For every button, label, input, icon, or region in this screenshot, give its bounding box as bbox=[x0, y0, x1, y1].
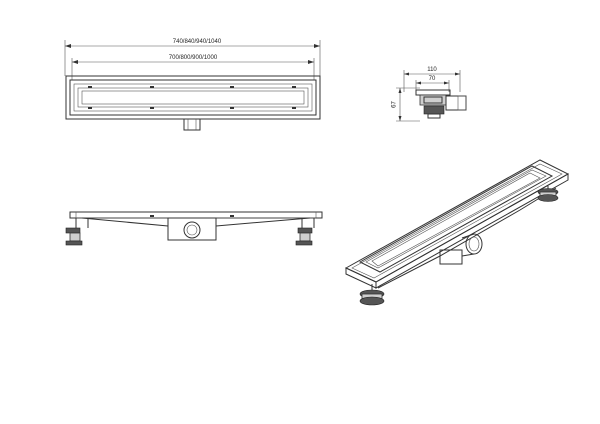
top-fixing-marks bbox=[88, 86, 296, 109]
end-width-outer-label: 110 bbox=[427, 67, 437, 73]
inner-length-label: 700/800/900/1000 bbox=[169, 55, 218, 61]
end-view: 110 70 67 bbox=[392, 67, 467, 122]
isometric-view bbox=[344, 159, 570, 306]
top-view: 740/840/940/1040 700/800/900/1000 bbox=[64, 39, 321, 131]
end-width-inner-label: 70 bbox=[429, 76, 436, 82]
front-view bbox=[65, 211, 323, 246]
end-height-label: 67 bbox=[392, 101, 398, 108]
overall-length-label: 740/840/940/1040 bbox=[173, 39, 222, 45]
